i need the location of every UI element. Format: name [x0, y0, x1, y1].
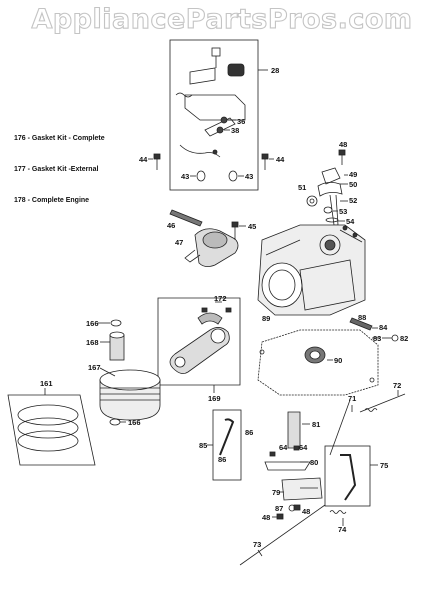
callout-79: 79 [272, 488, 280, 497]
callout-44-left: 44 [139, 155, 148, 164]
callout-75: 75 [380, 461, 388, 470]
callout-166-top: 166 [86, 319, 99, 328]
callout-52: 52 [349, 196, 357, 205]
legend-gasket-kit-complete: 176 - Gasket Kit - Complete [14, 135, 105, 142]
bolts-48-lower [272, 504, 301, 520]
bolts-64 [264, 445, 311, 471]
callout-64-right: 64 [299, 443, 308, 452]
box-85 [207, 409, 242, 481]
callout-87: 87 [275, 504, 283, 513]
watermark-logo: AppliancePartsPros.com [31, 3, 413, 35]
ignition-coil-47 [184, 228, 239, 267]
group-box-169 [157, 297, 241, 393]
callout-50: 50 [349, 180, 357, 189]
oil-seal-90 [304, 346, 333, 364]
callout-89: 89 [262, 314, 270, 323]
nut-43-right [228, 170, 238, 182]
legend-complete-engine: 178 - Complete Engine [14, 197, 90, 204]
breather-tube-46 [169, 209, 203, 227]
callout-71: 71 [348, 394, 356, 403]
callout-48-right: 48 [302, 507, 310, 516]
callout-81: 81 [312, 420, 320, 429]
nut-43-left [196, 170, 206, 182]
callout-166-bottom: 166 [128, 418, 141, 427]
callout-38: 38 [231, 126, 239, 135]
callout-86-top: 86 [245, 428, 253, 437]
callout-46: 46 [167, 221, 175, 230]
callout-85: 85 [199, 441, 207, 450]
engine-block-89 [257, 224, 366, 316]
control-bracket-79-87 [280, 477, 323, 512]
group-box-28 [169, 39, 268, 191]
callout-88: 88 [358, 313, 366, 322]
callout-80: 80 [310, 458, 318, 467]
callout-48-top: 48 [339, 140, 347, 149]
spring-74 [329, 510, 347, 526]
linkage-plate [175, 47, 246, 158]
pin-clip-166-top [98, 319, 122, 327]
callout-48-left: 48 [262, 513, 270, 522]
callout-172: 172 [214, 294, 227, 303]
bolt-45 [231, 221, 246, 240]
bolt-44-right [261, 153, 274, 170]
callout-49: 49 [349, 170, 357, 179]
throttle-rod-73 [239, 504, 326, 566]
callout-167: 167 [88, 363, 101, 372]
governor-parts [306, 149, 348, 226]
callout-82: 82 [400, 334, 408, 343]
piston-167 [99, 367, 161, 421]
callout-161: 161 [40, 379, 53, 388]
callout-72: 72 [393, 381, 401, 390]
callout-28: 28 [271, 66, 279, 75]
governor-spring-72 [359, 390, 406, 413]
callout-51: 51 [298, 183, 306, 192]
drain-plug-parts [349, 317, 399, 342]
callout-64-left: 64 [279, 443, 288, 452]
callout-168: 168 [86, 338, 99, 347]
legend-gasket-kit-external: 177 - Gasket Kit -External [14, 166, 99, 173]
callout-86-bottom: 86 [218, 455, 226, 464]
bracket-81 [287, 411, 310, 449]
callout-84: 84 [379, 323, 388, 332]
callout-43-right: 43 [245, 172, 253, 181]
callout-90: 90 [334, 356, 342, 365]
callout-169: 169 [208, 394, 221, 403]
callout-54: 54 [346, 217, 355, 226]
crankcase-gasket-88 [257, 329, 379, 396]
throttle-control-75 [324, 445, 378, 507]
connecting-rod [169, 312, 230, 374]
bolt-44-left [148, 153, 161, 170]
wrist-pin-168 [109, 331, 125, 361]
callout-53: 53 [339, 207, 347, 216]
governor-link-71 [329, 399, 353, 456]
callout-labels: 28 36 38 43 43 44 44 48 49 50 51 52 53 5… [40, 66, 408, 549]
callout-83: 83 [373, 334, 381, 343]
piston-rings-161 [7, 388, 96, 466]
callout-47: 47 [175, 238, 183, 247]
callout-43-left: 43 [181, 172, 189, 181]
callout-74: 74 [338, 525, 347, 534]
callout-44-right: 44 [276, 155, 285, 164]
callout-36: 36 [237, 117, 245, 126]
callout-45: 45 [248, 222, 256, 231]
pin-clip-166-bottom [109, 418, 126, 426]
callout-73: 73 [253, 540, 261, 549]
